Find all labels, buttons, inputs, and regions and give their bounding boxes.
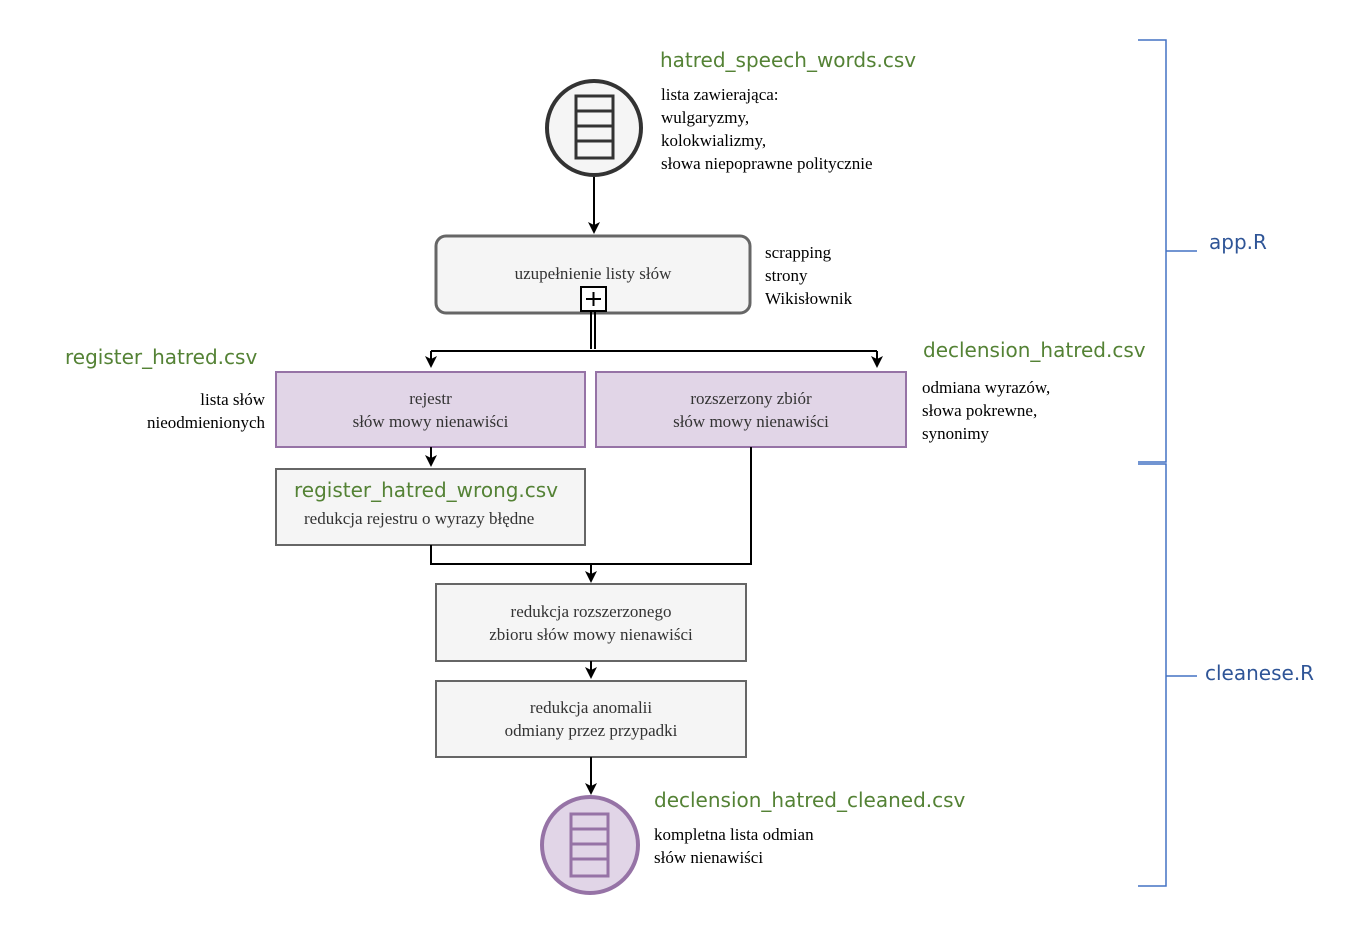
register-note: lista słów nieodmienionych (90, 388, 265, 434)
input-file-node (545, 79, 643, 177)
register-file-name: register_hatred.csv (65, 345, 258, 369)
register-label-line: rejestr (409, 388, 452, 408)
list-document-icon (569, 812, 610, 878)
supplement-box (434, 234, 752, 315)
output-file-node (540, 795, 640, 895)
declension-label-line: słów mowy nienawiści (673, 411, 829, 431)
declension-note-line: słowa pokrewne, (922, 401, 1038, 420)
supplement-note-line: Wikisłownik (765, 289, 853, 308)
declension-label: rozszerzony zbiór słów mowy nienawiści (596, 372, 906, 447)
output-file-name: declension_hatred_cleaned.csv (654, 788, 966, 812)
input-desc-line: wulgaryzmy, (661, 108, 750, 127)
reduction-extended-box (435, 583, 747, 662)
list-document-icon (574, 94, 615, 160)
reduction-anomalies-line: odmiany przez przypadki (504, 721, 678, 740)
register-wrong-file-name: register_hatred_wrong.csv (294, 478, 559, 502)
output-desc-line: kompletna lista odmian (654, 825, 814, 844)
declension-label-line: rozszerzony zbiór (690, 388, 812, 408)
reduction-anomalies-line: redukcja anomalii (529, 698, 653, 717)
input-desc-line: lista zawierająca: (661, 85, 779, 104)
input-file-description: lista zawierająca: wulgaryzmy, kolokwial… (661, 83, 873, 175)
reduction-anomalies-box (435, 680, 747, 758)
app-brace (1138, 39, 1197, 463)
input-desc-line: kolokwializmy, (661, 131, 767, 150)
register-box (275, 371, 586, 448)
reduction-anomalies-label: redukcja anomalii odmiany przez przypadk… (436, 681, 746, 757)
declension-box (595, 371, 907, 448)
declension-note-line: odmiana wyrazów, (922, 378, 1051, 397)
declension-note: odmiana wyrazów, słowa pokrewne, synonim… (922, 376, 1050, 445)
register-wrong-label: redukcja rejestru o wyrazy błędne (304, 509, 535, 528)
split-connector (425, 311, 883, 368)
supplement-label-wrap: uzupełnienie listy słów (436, 248, 750, 298)
supplement-note: scrapping strony Wikisłownik (765, 241, 852, 310)
merge-connector (430, 447, 752, 583)
declension-note-line: synonimy (922, 424, 990, 443)
output-desc-line: słów nienawiści (654, 848, 764, 867)
reduction-extended-line: redukcja rozszerzonego (510, 601, 672, 621)
cleanese-brace (1138, 463, 1197, 887)
register-label-line: słów mowy nienawiści (352, 411, 509, 431)
plus-icon (580, 286, 607, 312)
register-note-line: lista słów (200, 390, 265, 409)
reduction-extended-line: zbioru słów mowy nienawiści (489, 624, 693, 644)
register-label: rejestr słów mowy nienawiści (276, 372, 585, 447)
supplement-note-line: strony (765, 266, 808, 285)
register-note-line: nieodmienionych (146, 413, 265, 432)
declension-file-name: declension_hatred.csv (923, 338, 1146, 362)
input-file-name: hatred_speech_words.csv (660, 48, 917, 72)
supplement-note-line: scrapping (765, 243, 832, 262)
module-cleanese-label: cleanese.R (1205, 661, 1315, 685)
input-desc-line: słowa niepoprawne politycznie (661, 154, 873, 173)
output-file-description: kompletna lista odmian słów nienawiści (654, 823, 814, 869)
supplement-label: uzupełnienie listy słów (514, 263, 672, 283)
module-app-label: app.R (1209, 230, 1267, 254)
reduction-extended-label: redukcja rozszerzonego zbioru słów mowy … (436, 584, 746, 661)
